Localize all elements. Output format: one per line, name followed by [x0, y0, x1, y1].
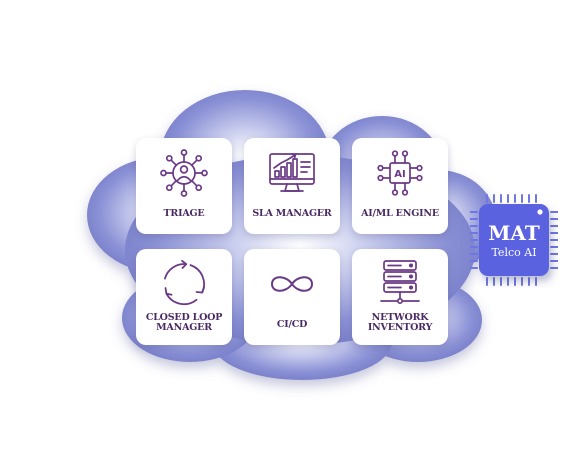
card-closed-loop-manager[interactable]: CLOSED LOOP MANAGER	[136, 249, 232, 345]
card-aiml-engine[interactable]: AI AI/ML ENGINE	[352, 138, 448, 234]
card-label: TRIAGE	[163, 208, 205, 219]
card-triage[interactable]: TRIAGE	[136, 138, 232, 234]
card-label: NETWORK INVENTORY	[354, 313, 446, 333]
card-label: AI/ML ENGINE	[361, 208, 439, 219]
card-cicd[interactable]: CI/CD	[244, 249, 340, 345]
chip-body: MAT Telco AI	[479, 204, 549, 276]
card-label: CLOSED LOOP MANAGER	[138, 313, 230, 333]
card-label-line: MANAGER	[156, 322, 212, 333]
mat-telco-ai-chip: MAT Telco AI	[470, 192, 558, 292]
monitor-chart-icon	[269, 153, 315, 192]
chip-title: MAT	[488, 221, 540, 245]
card-network-inventory[interactable]: NETWORK INVENTORY	[352, 249, 448, 345]
person-network-icon	[160, 149, 208, 197]
card-label-line: CLOSED LOOP	[145, 312, 223, 323]
card-label-line: NETWORK	[371, 312, 429, 323]
svg-text:AI: AI	[394, 169, 405, 180]
chip-subtitle: Telco AI	[491, 246, 537, 259]
card-label: SLA MANAGER	[252, 208, 332, 219]
cycle-arrows-icon	[164, 259, 205, 306]
card-label-line: INVENTORY	[367, 322, 433, 333]
server-rack-icon	[380, 260, 420, 305]
card-label: CI/CD	[276, 319, 308, 330]
processor-chip-icon	[470, 194, 558, 286]
card-sla-manager[interactable]: SLA MANAGER	[244, 138, 340, 234]
infinity-icon	[270, 276, 314, 292]
ai-chip-icon: AI	[377, 150, 423, 196]
